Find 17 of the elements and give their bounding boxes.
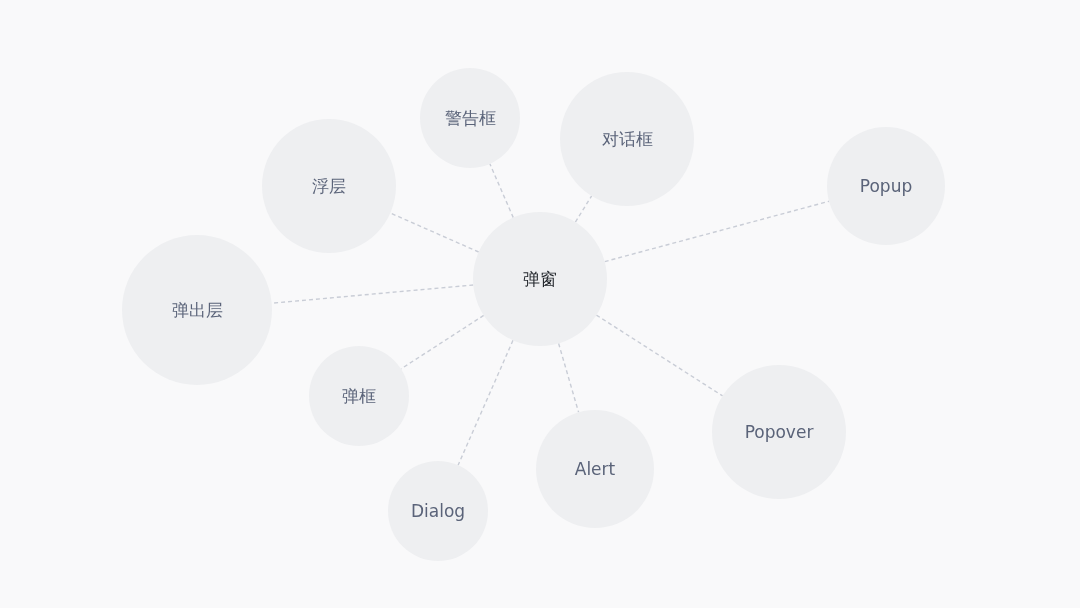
connector-line xyxy=(457,339,514,466)
term-label: 警告框 xyxy=(444,107,496,129)
term-label: 弹框 xyxy=(342,385,376,407)
term-label: 对话框 xyxy=(601,128,653,150)
connector-line xyxy=(595,314,724,397)
central-term: 弹窗 xyxy=(523,268,557,290)
term-label: 浮层 xyxy=(312,175,346,197)
connector-line xyxy=(574,195,593,223)
connector-line xyxy=(389,212,480,253)
term-label: Dialog xyxy=(410,500,466,522)
term-label: Popover xyxy=(744,421,814,443)
connector-line xyxy=(557,342,580,413)
term-label: Alert xyxy=(574,458,616,480)
connector-line xyxy=(489,163,514,219)
connector-line xyxy=(271,284,474,304)
term-label: 弹出层 xyxy=(171,299,223,321)
term-label: Popup xyxy=(859,175,913,197)
